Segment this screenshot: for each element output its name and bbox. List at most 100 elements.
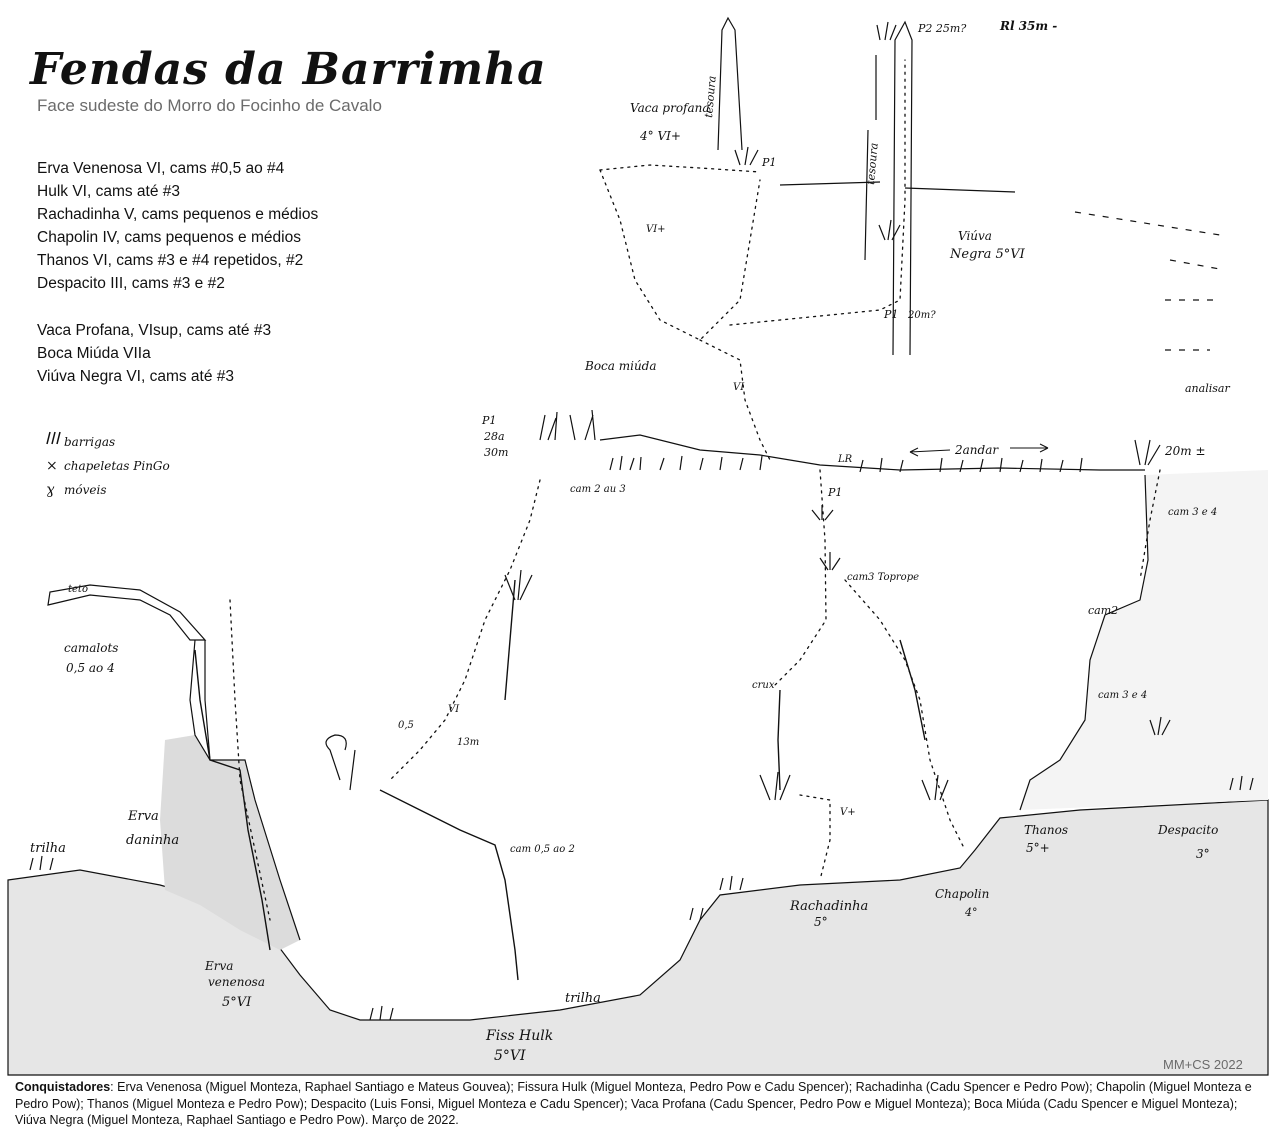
label-boca-miuda: Boca miúda (584, 359, 657, 373)
page-subtitle: Face sudeste do Morro do Focinho de Cava… (37, 96, 382, 115)
upper-ridge (779, 181, 1016, 193)
left-pillar-edge-2 (204, 640, 211, 761)
label-cam3-toprope: cam3 Toprope (847, 572, 919, 583)
label-13m: 13m (457, 737, 479, 748)
label-vaca-profana: Vaca profana (630, 101, 710, 115)
label-trilha-mid: trilha (565, 991, 601, 1006)
label-2andar: 2andar (954, 443, 999, 457)
route-list-item: Rachadinha V, cams pequenos e médios (37, 206, 318, 223)
route-list-item: Viúva Negra VI, cams até #3 (37, 368, 234, 385)
ledge-line (599, 434, 1145, 471)
credits-text: : Erva Venenosa (Miguel Monteza, Raphael… (15, 1080, 1252, 1127)
label-erva-daninha-1: Erva (127, 809, 159, 824)
route-boca-miuda (699, 339, 771, 461)
far-right-dashes (1074, 211, 1226, 351)
legend-barrigas: barrigas (64, 435, 115, 449)
label-fiss-hulk-grade: 5°VI (494, 1048, 526, 1064)
route-rachadinha-lower (799, 794, 831, 881)
label-thanos: Thanos (1024, 823, 1068, 837)
label-p1-left: P1 (481, 414, 496, 427)
label-vi-boca: VI (733, 382, 745, 393)
label-p1-28: 28a (483, 430, 505, 443)
route-thanos (1139, 469, 1161, 581)
label-05: 0,5 (398, 720, 414, 731)
legend-moveis: móveis (64, 483, 106, 497)
route-rachadinha (774, 469, 827, 686)
label-cam2-right: cam2 (1088, 604, 1118, 617)
label-rachadinha: Rachadinha (789, 899, 868, 914)
arrow-2andar (909, 443, 1049, 457)
route-chapolin (844, 579, 966, 851)
tesoura-right-line (864, 55, 877, 261)
vaca-tower (717, 16, 743, 151)
label-cam2-au3: cam 2 au 3 (570, 484, 626, 495)
roof-teto (47, 584, 207, 641)
legend-chapeletas: chapeletas PinGo (64, 459, 170, 473)
route-list-item: Vaca Profana, VIsup, cams até #3 (37, 322, 271, 339)
label-camalots: camalots (64, 641, 118, 655)
credits-footer: Conquistadores: Erva Venenosa (Miguel Mo… (15, 1079, 1270, 1129)
label-viuva: Viúva (958, 229, 992, 243)
label-despacito-grade: 3° (1196, 847, 1210, 861)
label-teto: teto (68, 584, 88, 595)
label-viplus-left: VI+ (646, 224, 666, 235)
label-analisar: analisar (1185, 382, 1230, 395)
label-trilha-left: trilha (30, 841, 66, 856)
label-p1-vaca: P1 (761, 156, 776, 169)
label-tesoura-right: tesoura (864, 142, 881, 185)
legend: barrigas × chapeletas PinGo ɣ móveis (46, 431, 170, 498)
label-erva-daninha-2: daninha (126, 833, 179, 848)
route-list-item: Thanos VI, cams #3 e #4 repetidos, #2 (37, 252, 303, 269)
label-crux: crux (752, 680, 775, 691)
left-rock-face (160, 735, 300, 950)
movel-symbol-icon: ɣ (46, 482, 55, 498)
label-cam3e4-top: cam 3 e 4 (1168, 507, 1217, 518)
label-fiss-hulk: Fiss Hulk (485, 1028, 553, 1044)
label-rl35: Rl 35m - (999, 19, 1057, 33)
label-rl-mid: LR (837, 454, 853, 465)
route-list-item: Chapolin IV, cams pequenos e médios (37, 229, 301, 246)
viuva-tower (892, 20, 913, 356)
label-chapolin-grade: 4° (964, 906, 978, 919)
crack-rachadinha (777, 689, 781, 791)
route-viuva-negra (729, 59, 906, 326)
label-thanos-grade: 5°+ (1026, 841, 1050, 855)
route-list-item: Erva Venenosa VI, cams #0,5 ao #4 (37, 160, 285, 177)
crack-chapolin (899, 639, 926, 741)
crack-erva-venenosa (194, 649, 271, 951)
vegetation (29, 21, 1254, 1021)
routes-list: Erva Venenosa VI, cams #0,5 ao #4 Hulk V… (37, 160, 318, 385)
route-hulk (389, 479, 541, 781)
label-erva-venenosa-grade: 5°VI (222, 995, 252, 1010)
topo-labels: tesoura tesoura P2 25m? Rl 35m - Vaca pr… (30, 19, 1230, 1064)
label-vi-hulk: VI (448, 704, 460, 715)
right-rock-face (1020, 470, 1268, 810)
left-pillar-edge (189, 639, 301, 941)
label-camalots-range: 0,5 ao 4 (66, 661, 115, 675)
watermark: MM+CS 2022 (1163, 1057, 1243, 1072)
crack-hulk-upper (504, 579, 516, 701)
label-vplus-rach: V+ (840, 807, 856, 818)
label-chapolin: Chapolin (935, 887, 989, 901)
label-p2: P2 25m? (917, 22, 966, 35)
crack-hulk (379, 789, 519, 981)
credits-heading: Conquistadores (15, 1080, 111, 1094)
label-p1-mid: P1 (827, 486, 842, 499)
route-list-item: Boca Miúda VIIa (37, 345, 151, 362)
label-rachadinha-grade: 5° (814, 915, 828, 929)
label-p1-30: 30m (484, 446, 508, 459)
chapeleta-symbol-icon: × (46, 458, 58, 474)
label-20m-q: 20m? (907, 310, 936, 321)
route-list-item: Hulk VI, cams até #3 (37, 183, 180, 200)
label-p1-viuva: P1 (883, 308, 898, 321)
route-upper-left-traverse (599, 164, 761, 173)
label-tesoura-left: tesoura (702, 75, 719, 118)
route-list-item: Despacito III, cams #3 e #2 (37, 275, 225, 292)
right-wall-edge (1019, 474, 1149, 811)
label-viuva-grade: Negra 5°VI (949, 247, 1026, 262)
barrigas-symbol-icon (46, 431, 61, 445)
label-20m-right: 20m ± (1164, 444, 1206, 458)
label-vaca-grade: 4° VI+ (639, 129, 681, 143)
label-erva-venenosa-1: Erva (204, 959, 233, 973)
